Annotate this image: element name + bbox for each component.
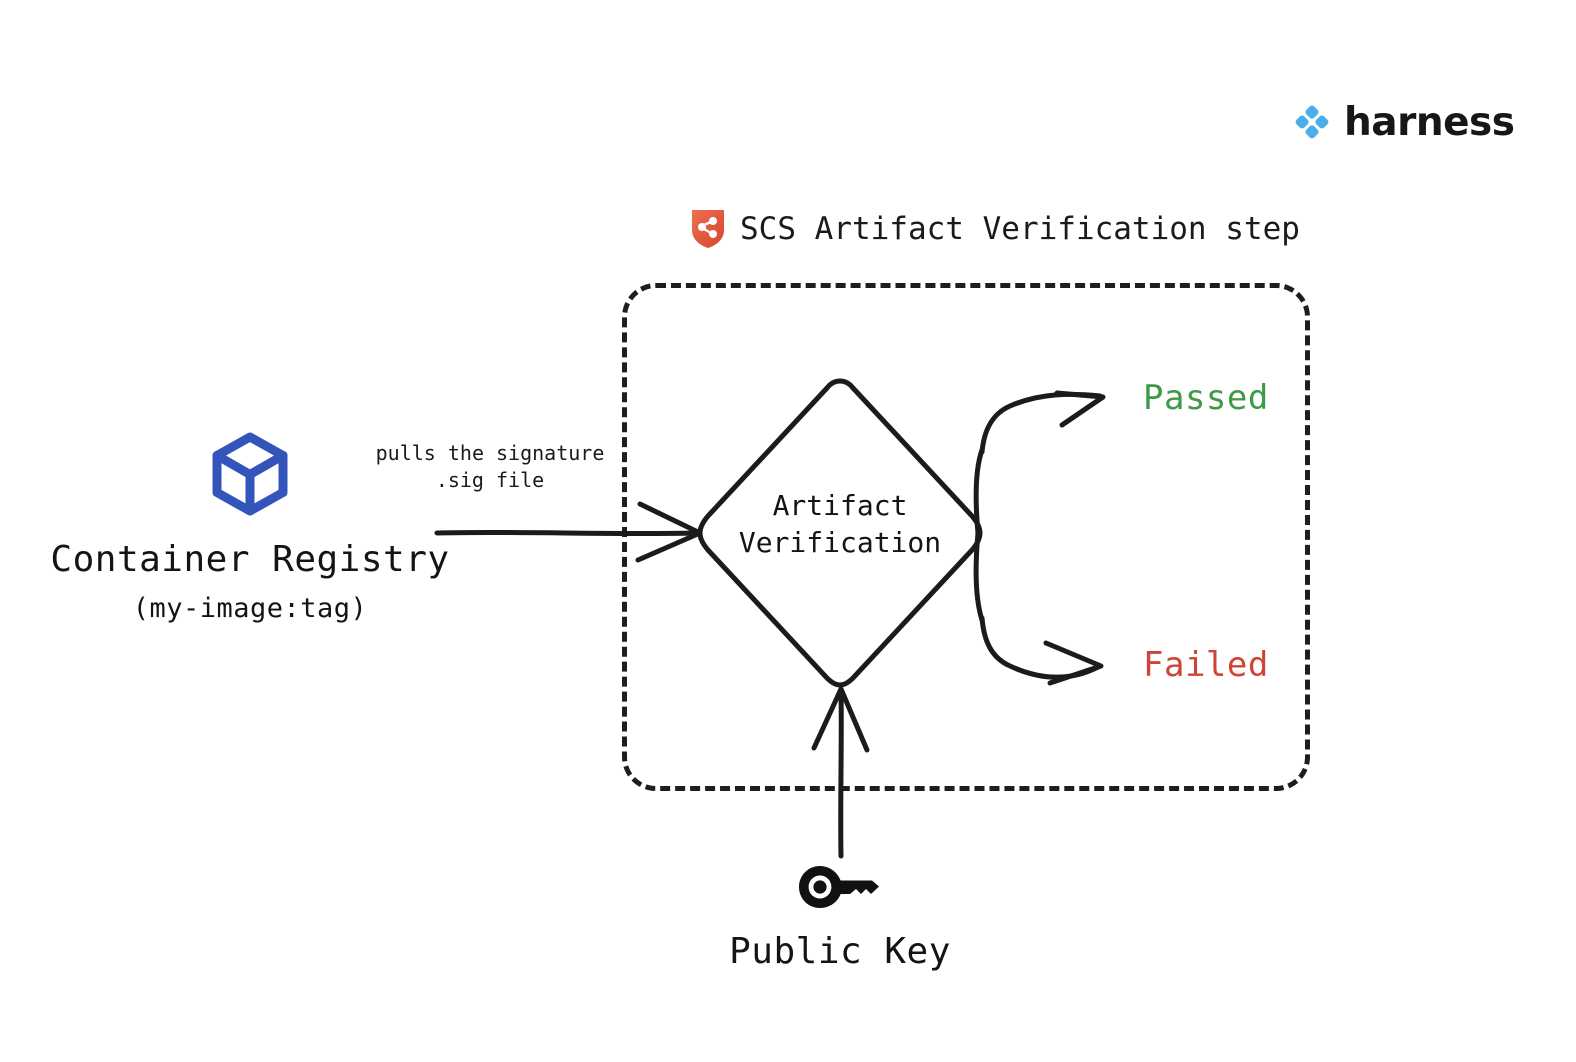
public-key-node: Public Key xyxy=(660,862,1020,972)
registry-subtitle: (my-image:tag) xyxy=(132,592,368,624)
decision-label-line2: Verification xyxy=(738,525,942,559)
scs-step-boundary xyxy=(622,283,1310,791)
scs-shield-icon xyxy=(692,210,724,248)
harness-brand-text: harness xyxy=(1344,99,1515,145)
outcome-passed-label: Passed xyxy=(1143,378,1269,418)
decision-label-line1: Artifact xyxy=(772,489,908,522)
pull-signature-label-line2: .sig file xyxy=(435,468,545,492)
public-key-title: Public Key xyxy=(729,931,951,972)
pull-signature-label-line1: pulls the signature xyxy=(375,441,605,465)
outcome-failed-label: Failed xyxy=(1143,645,1269,685)
registry-title: Container Registry xyxy=(50,539,450,580)
harness-diamond-logo-icon xyxy=(1295,105,1329,139)
decision-node-label: Artifact Verification xyxy=(700,488,980,562)
container-registry-node: Container Registry (my-image:tag) xyxy=(30,430,470,623)
harness-logo: harness xyxy=(1290,99,1515,145)
pull-signature-label: pulls the signature .sig file xyxy=(370,440,610,494)
step-title-text: SCS Artifact Verification step xyxy=(740,210,1300,247)
container-cube-icon xyxy=(212,432,288,516)
key-icon xyxy=(799,866,879,908)
step-title-group: SCS Artifact Verification step xyxy=(690,208,1300,250)
